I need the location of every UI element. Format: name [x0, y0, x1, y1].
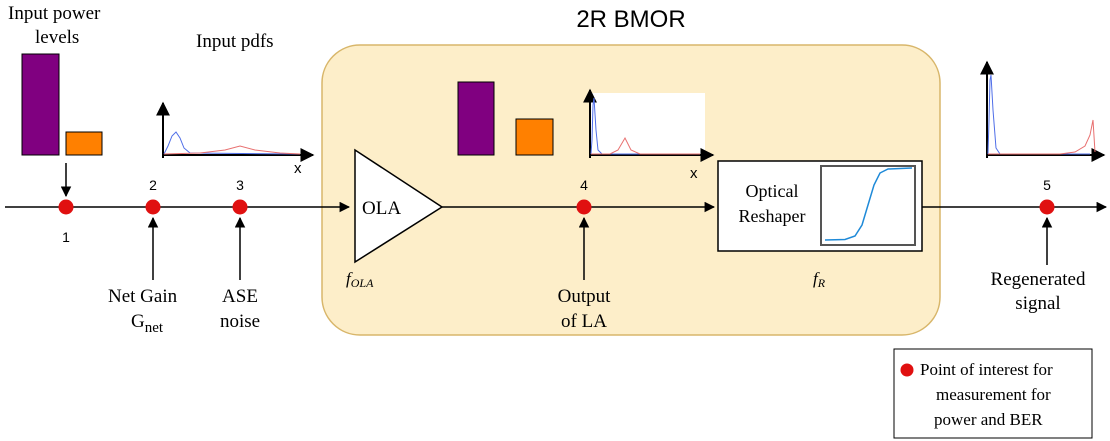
- point-4-label: 4: [580, 177, 588, 193]
- output-bar-orange: [515, 118, 554, 156]
- input-power-label-2: levels: [35, 27, 79, 48]
- ola-label: OLA: [362, 198, 401, 219]
- output-la-label-1: Output: [558, 286, 612, 307]
- legend-line-1: Point of interest for: [920, 360, 1053, 379]
- net-gain-label: Net Gain: [108, 286, 178, 307]
- point-3-label: 3: [236, 177, 244, 193]
- legend-line-2: measurement for: [936, 385, 1051, 404]
- input-pdf-blue-curve: [163, 131, 301, 155]
- ase-label-2: noise: [220, 311, 260, 332]
- g-net-label: Gnet: [131, 311, 164, 336]
- input-pdf-plot: x: [156, 101, 315, 177]
- input-pdf-red-curve: [163, 145, 301, 155]
- bmor-title: 2R BMOR: [576, 6, 685, 33]
- legend-line-3: power and BER: [934, 410, 1043, 429]
- ase-label-1: ASE: [222, 286, 258, 307]
- optical-label: Optical: [746, 181, 799, 201]
- point-1-label: 1: [62, 229, 70, 245]
- reshaper-sigmoid-curve: [824, 167, 913, 241]
- point-5-dot: [1039, 199, 1055, 215]
- regenerated-pdf-plot: [980, 60, 1106, 162]
- f-ola-label: fOLA: [346, 269, 374, 290]
- output-bar-purple: [457, 81, 495, 156]
- output-pdf-red-curve: [591, 136, 700, 155]
- point-2-label: 2: [149, 177, 157, 193]
- input-power-label-1: Input power: [8, 3, 101, 24]
- point-3-dot: [232, 199, 248, 215]
- point-2-dot: [145, 199, 161, 215]
- point-1-dot: [58, 199, 74, 215]
- input-bar-purple: [21, 53, 60, 156]
- input-pdfs-label: Input pdfs: [196, 31, 274, 52]
- output-pdf-plot: x: [583, 88, 715, 182]
- regenerated-pdf-red-curve: [988, 119, 1096, 155]
- f-r-label: fR: [813, 269, 826, 290]
- output-la-label-2: of LA: [561, 311, 607, 332]
- legend: Point of interest for measurement for po…: [893, 348, 1093, 439]
- point-4-dot: [576, 199, 592, 215]
- output-pdf-x-label: x: [690, 165, 698, 182]
- regenerated-label-2: signal: [1015, 293, 1060, 314]
- input-bar-orange: [65, 131, 103, 156]
- reshaper-label: Reshaper: [739, 206, 806, 226]
- input-pdf-x-label: x: [294, 160, 302, 177]
- legend-red-dot-icon: [900, 363, 914, 377]
- regenerated-pdf-blue-curve: [987, 74, 1090, 155]
- ola-amplifier-icon: [354, 148, 444, 264]
- output-pdf-blue-curve: [590, 97, 700, 155]
- point-5-label: 5: [1043, 177, 1051, 193]
- regenerated-label-1: Regenerated: [991, 269, 1086, 290]
